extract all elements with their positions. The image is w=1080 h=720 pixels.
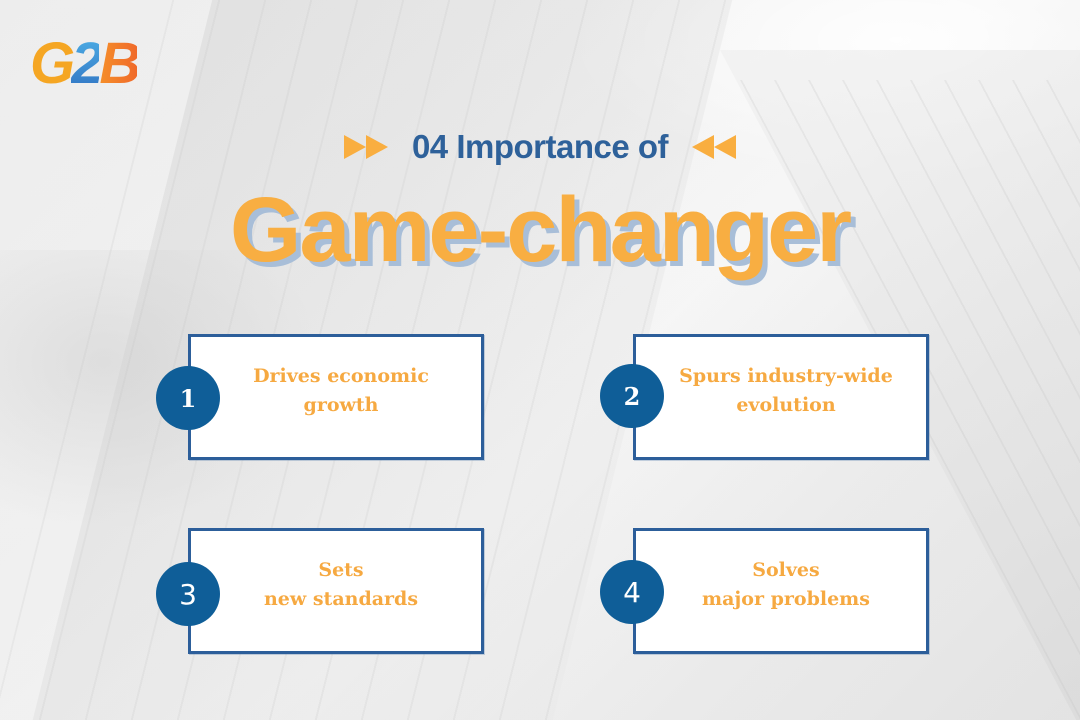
number-badge-4: 4 — [600, 560, 664, 624]
number-badge-1: 1 — [156, 366, 220, 430]
card-line-1: Spurs industry-wide — [679, 365, 893, 387]
card-line-1: Sets — [318, 559, 364, 581]
rewind-icon — [692, 135, 737, 159]
card-2: Spurs industry-wide evolution — [633, 334, 929, 460]
card-text: Solves major problems — [702, 556, 870, 614]
card-line-2: new standards — [263, 588, 419, 610]
number-badge-3: 3 — [156, 562, 220, 626]
logo-letter-b: B — [99, 30, 141, 96]
subtitle-row: 04 Importance of — [0, 128, 1080, 166]
g2b-logo: G 2 B — [30, 28, 141, 98]
card-1: Drives economic growth — [188, 334, 484, 460]
card-text: Spurs industry-wide evolution — [679, 362, 893, 420]
page-title: Game-changer — [229, 179, 852, 281]
card-line-2: growth — [303, 394, 379, 416]
fast-forward-icon — [343, 135, 388, 159]
card-line-1: Drives economic — [253, 365, 429, 387]
logo-digit-2: 2 — [71, 30, 103, 96]
card-line-1: Solves — [752, 559, 820, 581]
number-badge-2: 2 — [600, 364, 664, 428]
card-line-2: major problems — [702, 588, 870, 610]
card-text: Sets new standards — [264, 556, 418, 614]
section-subtitle: 04 Importance of — [411, 128, 669, 165]
card-text: Drives economic growth — [253, 362, 429, 420]
card-line-2: evolution — [736, 394, 836, 416]
card-4: Solves major problems — [633, 528, 929, 654]
logo-letter-g: G — [30, 30, 75, 96]
card-3: Sets new standards — [188, 528, 484, 654]
